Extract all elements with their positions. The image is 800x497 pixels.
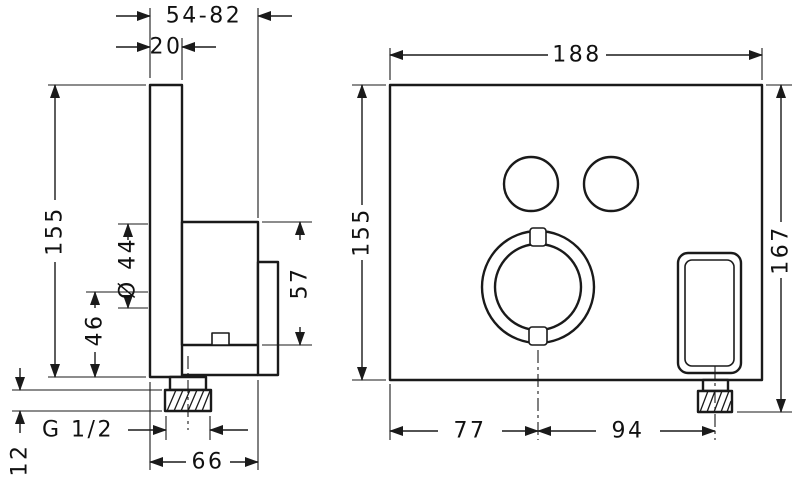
dim-bottom-offsets: 77 94 xyxy=(389,384,716,444)
mounting-bracket-side xyxy=(256,260,280,377)
dim-dial-diameter: Ø 44 xyxy=(116,223,148,309)
wall-plate-side xyxy=(148,83,184,379)
dim-plate-height-label: 155 xyxy=(350,207,375,257)
dial-grip-top xyxy=(529,227,547,247)
dim-dial-offset-label: 77 xyxy=(454,419,487,444)
dim-side-height-label: 155 xyxy=(43,206,68,256)
front-view: 188 155 167 77 94 xyxy=(350,43,794,444)
dim-plate-height: 155 xyxy=(350,84,386,381)
body-notch xyxy=(211,332,230,346)
thermostat-dial-inner xyxy=(493,242,583,332)
dim-total-height: 167 xyxy=(737,84,794,413)
dim-depth-66: 66 xyxy=(149,380,259,475)
thread-hatching-side xyxy=(166,389,211,412)
dim-lower-section: 46 xyxy=(83,291,148,378)
valve-body-side xyxy=(180,220,260,347)
dim-width-label: 188 xyxy=(552,43,602,68)
side-view: 54-82 20 155 Ø 44 xyxy=(8,4,313,477)
dim-depth-range: 54-82 xyxy=(116,4,292,218)
shelf-inner-edge xyxy=(684,259,735,367)
dim-plate-thickness-label: 20 xyxy=(150,35,183,60)
dim-thread-length: 12 xyxy=(8,368,162,477)
dim-thread-length-label: 12 xyxy=(8,444,33,477)
dim-thread-size: G 1/2 xyxy=(42,416,248,443)
dim-width: 188 xyxy=(389,43,763,80)
dim-body-height-label: 57 xyxy=(288,267,313,300)
dim-plate-thickness: 20 xyxy=(116,35,216,80)
dim-lower-section-label: 46 xyxy=(83,314,108,347)
dim-depth-range-label: 54-82 xyxy=(166,4,242,29)
dim-dial-diameter-label: Ø 44 xyxy=(116,237,141,299)
dim-outlet-offset-label: 94 xyxy=(612,419,645,444)
select-button-left xyxy=(502,155,560,213)
dial-grip-bottom xyxy=(528,326,548,346)
dim-side-height: 155 xyxy=(43,84,146,378)
dim-thread-size-label: G 1/2 xyxy=(42,418,114,443)
dim-depth-66-label: 66 xyxy=(192,450,225,475)
dim-body-height: 57 xyxy=(262,221,313,346)
dim-total-height-label: 167 xyxy=(769,225,794,275)
select-button-right xyxy=(582,155,640,213)
